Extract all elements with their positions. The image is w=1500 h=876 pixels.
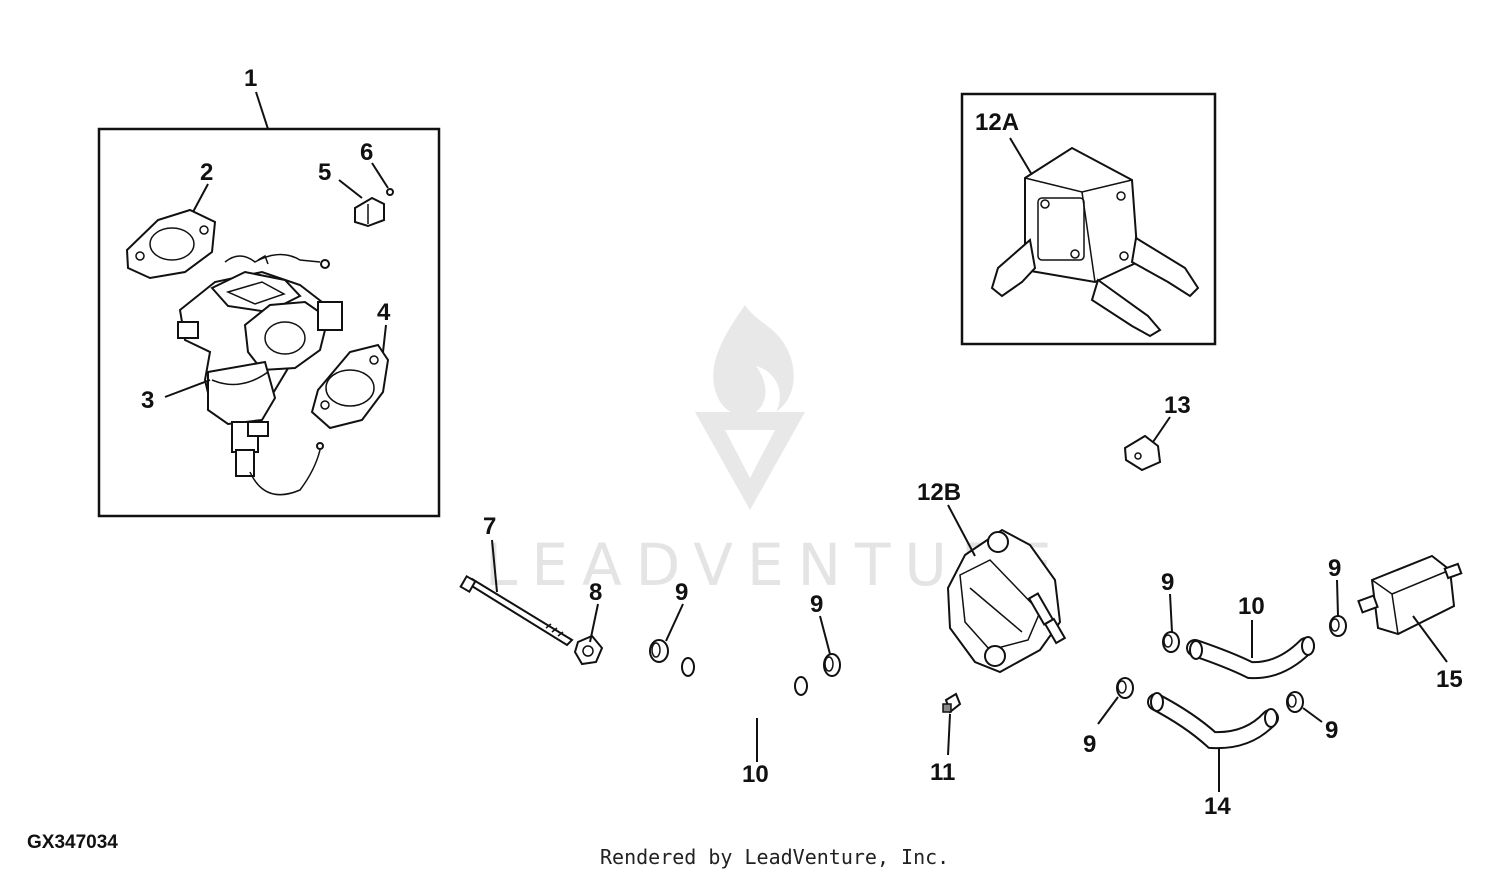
callout-8: 8 <box>589 579 602 606</box>
watermark-chevron-icon <box>695 412 805 510</box>
callout-6: 6 <box>360 139 373 166</box>
clamp-part-9f <box>1286 691 1304 713</box>
bolt-part-7 <box>459 574 574 647</box>
render-credit: Rendered by LeadVenture, Inc. <box>600 845 949 869</box>
callout-3: 3 <box>141 387 154 414</box>
callout-12b: 12B <box>917 479 961 506</box>
clamp-part-9b <box>823 653 841 677</box>
callout-9a: 9 <box>675 579 688 606</box>
gasket-part-4 <box>310 343 390 430</box>
callout-9d: 9 <box>1328 555 1341 582</box>
fuel-pump-part-12b <box>946 528 1067 674</box>
watermark-flame-icon <box>713 305 794 416</box>
fuel-pump-12a-box <box>960 92 1217 346</box>
callout-15: 15 <box>1436 666 1463 693</box>
callout-9b: 9 <box>810 591 823 618</box>
carburetor-assembly-group: 1 2 5 6 <box>97 65 441 518</box>
callout-7: 7 <box>483 513 496 540</box>
fuel-filter-part-15 <box>1357 554 1463 636</box>
clamp-part-9c <box>1162 631 1180 653</box>
clamp-part-9d <box>1329 615 1347 637</box>
callout-9e: 9 <box>1083 731 1096 758</box>
callout-10a: 10 <box>742 761 769 788</box>
callout-13: 13 <box>1164 392 1191 419</box>
bracket-part-5 <box>354 196 385 228</box>
callout-5: 5 <box>318 159 331 186</box>
fitting-part-13 <box>1123 434 1162 472</box>
hose-part-10a <box>676 653 808 715</box>
fuel-pump-part-12a <box>990 146 1200 338</box>
screw-part-6 <box>386 188 394 196</box>
fuel-pump-12a-group: 12A <box>960 92 1217 346</box>
callout-10b: 10 <box>1238 593 1265 620</box>
clamp-part-9a <box>649 639 669 663</box>
clamp-part-9e <box>1116 677 1134 699</box>
carburetor-kit-box <box>97 127 441 518</box>
figure-code: GX347034 <box>27 832 118 853</box>
callout-11: 11 <box>930 759 955 786</box>
callout-12a: 12A <box>975 109 1019 136</box>
callout-14: 14 <box>1204 793 1231 820</box>
callout-9f: 9 <box>1325 717 1338 744</box>
carburetor-part-3 <box>177 253 343 496</box>
callout-2: 2 <box>200 159 213 186</box>
callout-1: 1 <box>244 65 257 92</box>
callout-4: 4 <box>377 299 391 326</box>
screw-part-11 <box>942 692 962 714</box>
hose-part-10b <box>1186 636 1315 680</box>
nut-part-8 <box>573 634 604 666</box>
callout-9c: 9 <box>1161 569 1174 596</box>
hose-part-14 <box>1147 692 1279 750</box>
gasket-part-2 <box>125 208 217 280</box>
